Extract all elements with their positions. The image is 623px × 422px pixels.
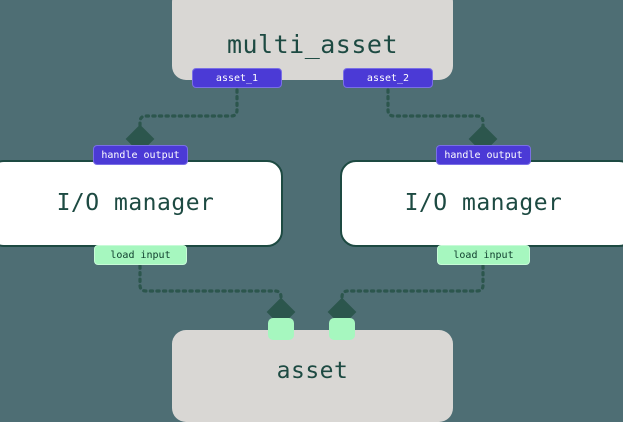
handle-handle-output-right[interactable]: handle output	[436, 145, 531, 165]
handle-asset-1-label: asset_1	[215, 72, 259, 84]
handle-asset-2[interactable]: asset_2	[343, 68, 433, 88]
handle-load-input-right[interactable]: load input	[437, 245, 530, 265]
node-asset-label: asset	[276, 358, 349, 384]
handle-load-input-left-label: load input	[110, 249, 171, 261]
node-io-manager-right-label: I/O manager	[404, 190, 563, 216]
handle-asset-input-2[interactable]	[329, 318, 355, 340]
node-io-manager-left[interactable]: I/O manager	[0, 160, 283, 247]
handle-asset-1[interactable]: asset_1	[192, 68, 282, 88]
node-io-manager-left-label: I/O manager	[56, 190, 215, 216]
handle-asset-input-1[interactable]	[268, 318, 294, 340]
node-asset[interactable]: asset	[172, 330, 453, 422]
node-multi-asset-label: multi_asset	[226, 30, 399, 59]
handle-handle-output-left-label: handle output	[101, 149, 180, 161]
handle-load-input-left[interactable]: load input	[94, 245, 187, 265]
edge-asset2-to-handle-output-right	[386, 88, 498, 154]
node-io-manager-right[interactable]: I/O manager	[340, 160, 623, 247]
edge-load-input-right-to-asset	[327, 264, 485, 327]
handle-asset-2-label: asset_2	[366, 72, 410, 84]
handle-load-input-right-label: load input	[453, 249, 514, 261]
edge-load-input-left-to-asset	[138, 264, 296, 327]
edge-asset1-to-handle-output-left	[125, 88, 239, 154]
handle-handle-output-right-label: handle output	[444, 149, 523, 161]
handle-handle-output-left[interactable]: handle output	[93, 145, 188, 165]
node-multi-asset[interactable]: multi_asset	[172, 0, 453, 80]
